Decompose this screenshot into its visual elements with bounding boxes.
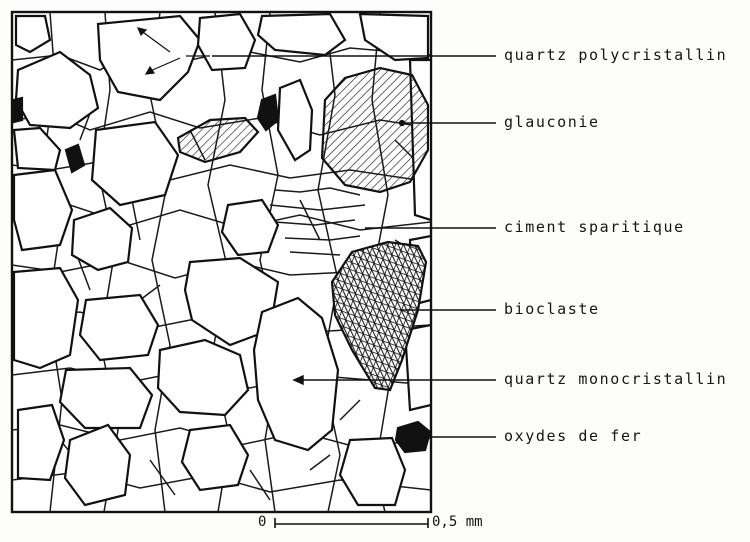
label-glauconie: glauconie [504,113,600,131]
label-quartz-polycristallin: quartz polycristallin [504,46,727,64]
label-oxydes-de-fer: oxydes de fer [504,427,642,445]
scale-end-label: 0,5 mm [432,514,483,530]
label-bioclaste: bioclaste [504,300,600,318]
scale-start-label: 0 [258,514,266,530]
label-ciment-sparitique: ciment sparitique [504,218,685,236]
scale-bar [275,518,428,528]
glauconite-grain [322,68,428,192]
label-quartz-monocristallin: quartz monocristallin [504,370,727,388]
